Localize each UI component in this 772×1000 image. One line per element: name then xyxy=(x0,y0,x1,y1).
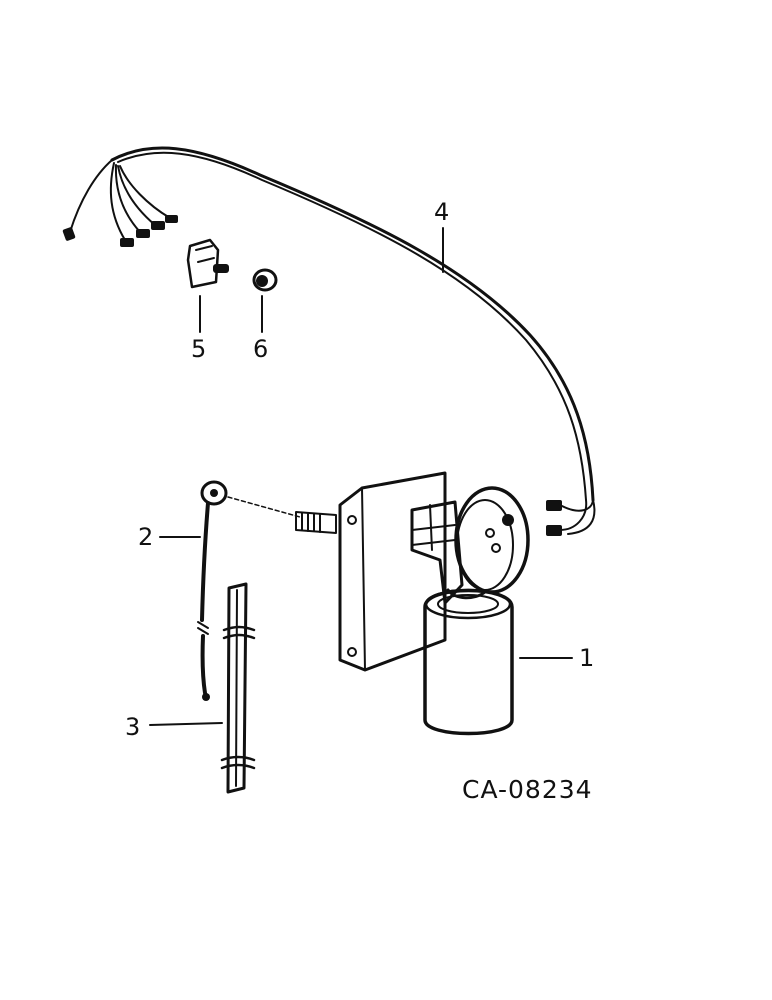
callout-2: 2 xyxy=(138,523,153,551)
part-1-filter-assembly xyxy=(338,471,573,736)
part-2-sender-lead xyxy=(159,480,337,701)
part-4-wiring-harness xyxy=(62,146,596,536)
part-6-grommet xyxy=(252,268,278,333)
drawing-code: CA-08234 xyxy=(462,775,593,804)
callout-5: 5 xyxy=(191,335,206,363)
callout-1: 1 xyxy=(579,644,594,672)
part-5-clip xyxy=(186,238,229,333)
callout-4: 4 xyxy=(434,198,449,226)
callout-6: 6 xyxy=(253,335,268,363)
part-3-strap xyxy=(149,582,256,794)
leader-line-3 xyxy=(149,722,223,726)
callout-3: 3 xyxy=(125,713,140,741)
